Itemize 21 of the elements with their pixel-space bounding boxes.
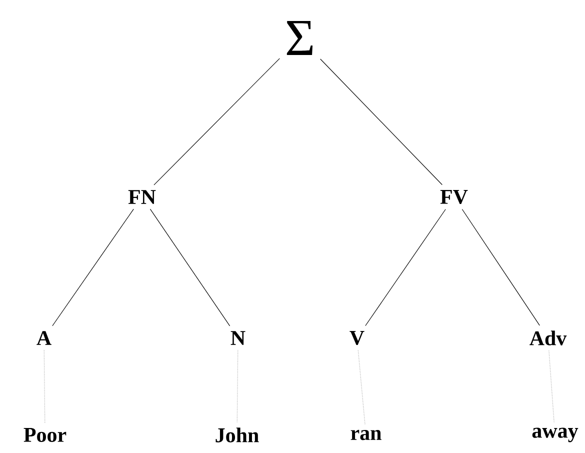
- tree-label: Adv: [530, 330, 567, 346]
- dotted-line: [236, 350, 238, 423]
- sigma-symbol: Σ: [286, 20, 313, 56]
- tree-label: ran: [350, 430, 382, 440]
- branch-line: [365, 208, 446, 326]
- tree-label: FV: [440, 190, 468, 204]
- branch-line: [150, 208, 230, 326]
- dotted-line: [548, 350, 554, 423]
- tree-label: away: [532, 428, 578, 442]
- tree-label: N: [230, 331, 246, 345]
- dotted-line: [358, 350, 366, 426]
- tree-label: A: [36, 331, 52, 345]
- tree-label: V: [350, 330, 364, 346]
- branch-line: [52, 208, 134, 326]
- tree-label: John: [216, 428, 259, 442]
- tree-label: Poor: [24, 428, 66, 442]
- branch-line: [320, 58, 442, 186]
- tree-label: FN: [128, 190, 156, 204]
- branch-line: [462, 208, 540, 326]
- dotted-line: [44, 350, 46, 424]
- branch-line: [154, 58, 280, 186]
